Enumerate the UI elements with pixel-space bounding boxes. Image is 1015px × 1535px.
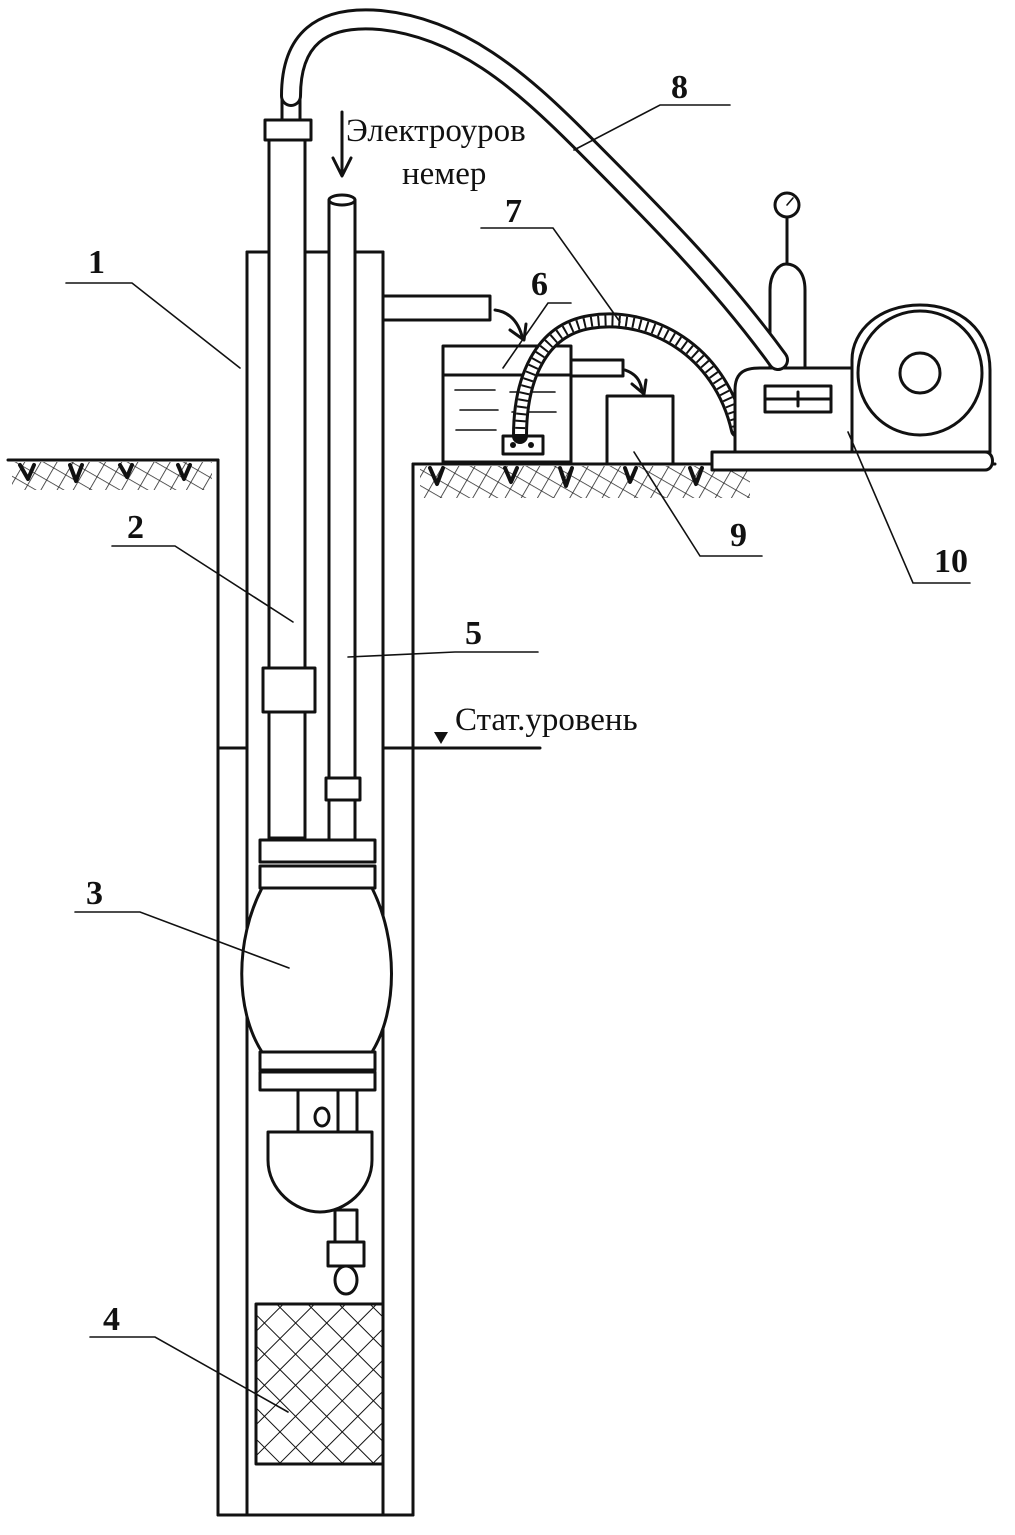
callout-7: 7 (505, 193, 522, 230)
suction-hose (512, 312, 746, 444)
static-level-marker (411, 732, 542, 750)
callout-4: 4 (103, 1301, 120, 1338)
water-tank (441, 344, 573, 464)
callout-3: 3 (86, 875, 103, 912)
measuring-vessel (605, 394, 675, 466)
measuring-tube (324, 193, 362, 842)
callout-8: 8 (671, 69, 688, 106)
ground-left (6, 458, 220, 490)
callout-5: 5 (465, 615, 482, 652)
static-level-label: Стат.уровень (455, 702, 638, 738)
riser-pipe (261, 94, 317, 840)
callout-9: 9 (730, 517, 747, 554)
air-hose (280, 8, 789, 371)
callout-1: 1 (88, 244, 105, 281)
tank-spout (569, 358, 625, 378)
ground-right (411, 462, 997, 498)
well-filter (254, 1302, 385, 1466)
compressor-unit (710, 191, 994, 472)
callout-2: 2 (127, 509, 144, 546)
callout-6: 6 (531, 266, 548, 303)
well-bore (216, 458, 415, 1517)
level-meter-arrow (331, 110, 353, 178)
level-meter-label-line1: Электроуров (346, 113, 526, 149)
outlet-spout (381, 294, 492, 322)
callout-10: 10 (934, 543, 968, 580)
submersible-pump (240, 838, 393, 1296)
leader-lines (65, 104, 971, 1413)
level-meter-label-line2: немер (402, 156, 486, 192)
flow-arrows (493, 308, 648, 396)
